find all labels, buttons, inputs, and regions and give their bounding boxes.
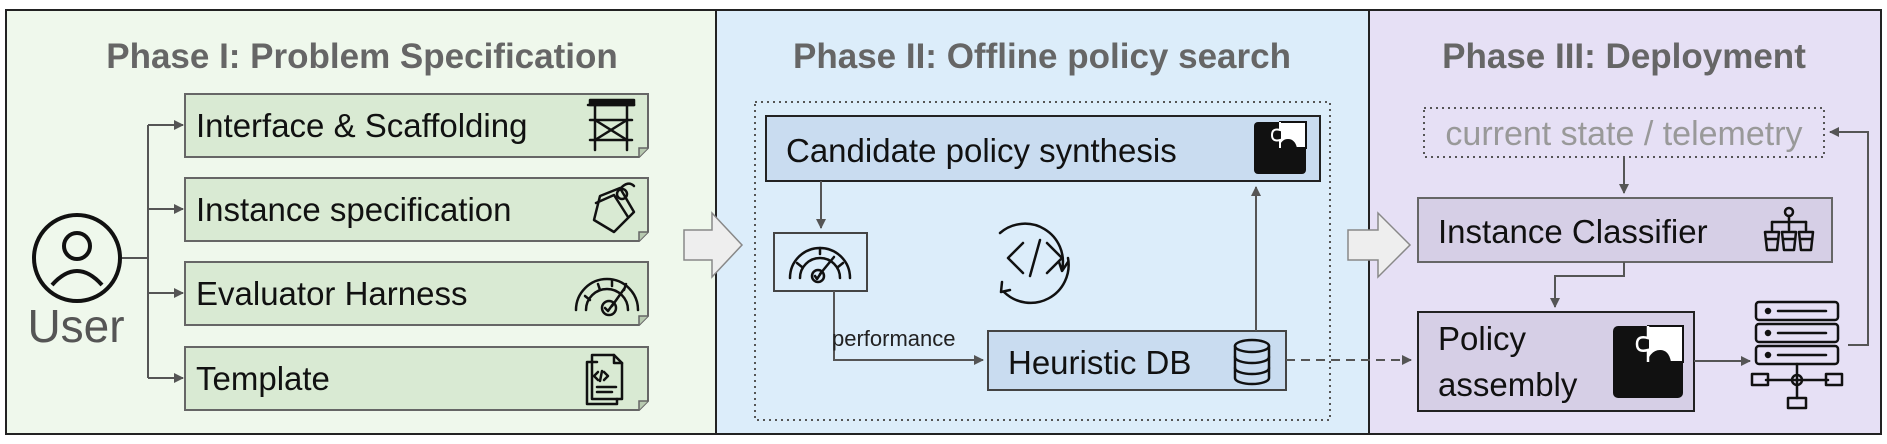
puzzle-icon	[1613, 325, 1684, 398]
performance-edge-label: performance	[832, 326, 956, 351]
telemetry-label: current state / telemetry	[1445, 115, 1802, 153]
evaluator-harness-label: Evaluator Harness	[196, 275, 467, 312]
puzzle-icon	[1254, 121, 1307, 174]
tag-icon	[592, 182, 636, 234]
candidate-policy-synthesis-box: Candidate policy synthesis	[765, 115, 1321, 182]
evaluator-box	[773, 232, 868, 292]
phase2-title: Phase II: Offline policy search	[793, 37, 1291, 76]
instance-classifier-label: Instance Classifier	[1438, 213, 1708, 250]
evaluator-harness-box: Evaluator Harness	[184, 261, 649, 326]
server-network-icon	[1750, 300, 1844, 410]
instance-specification-label: Instance specification	[196, 191, 512, 228]
code-document-icon	[585, 353, 624, 406]
code-cycle-icon	[998, 222, 1070, 305]
interface-scaffolding-box: Interface & Scaffolding	[184, 93, 649, 158]
scaffolding-icon	[586, 98, 636, 152]
template-label: Template	[196, 360, 330, 397]
classifier-tree-icon	[1763, 206, 1815, 252]
phase3-title: Phase III: Deployment	[1442, 37, 1806, 76]
telemetry-box: current state / telemetry	[1423, 107, 1825, 158]
candidate-policy-synthesis-label: Candidate policy synthesis	[786, 132, 1177, 169]
template-box: Template	[184, 346, 649, 411]
database-icon	[1233, 338, 1271, 386]
search-loop-frame	[754, 101, 1331, 421]
user-icon	[32, 213, 122, 303]
gauge-icon	[574, 277, 640, 317]
policy-assembly-box: Policy assembly	[1417, 311, 1695, 412]
gauge-icon	[788, 246, 852, 284]
phase-transition-arrow-2	[1347, 211, 1412, 279]
policy-assembly-label-line1: Policy	[1438, 320, 1527, 357]
heuristic-db-box: Heuristic DB	[987, 330, 1287, 391]
instance-classifier-box: Instance Classifier	[1417, 197, 1833, 263]
policy-assembly-label-line2: assembly	[1438, 366, 1578, 403]
phase-transition-arrow-1	[683, 211, 744, 279]
instance-specification-box: Instance specification	[184, 177, 649, 242]
heuristic-db-label: Heuristic DB	[1008, 344, 1191, 381]
phase1-title: Phase I: Problem Specification	[106, 37, 618, 76]
user-label: User	[27, 300, 124, 352]
interface-scaffolding-label: Interface & Scaffolding	[196, 107, 527, 144]
